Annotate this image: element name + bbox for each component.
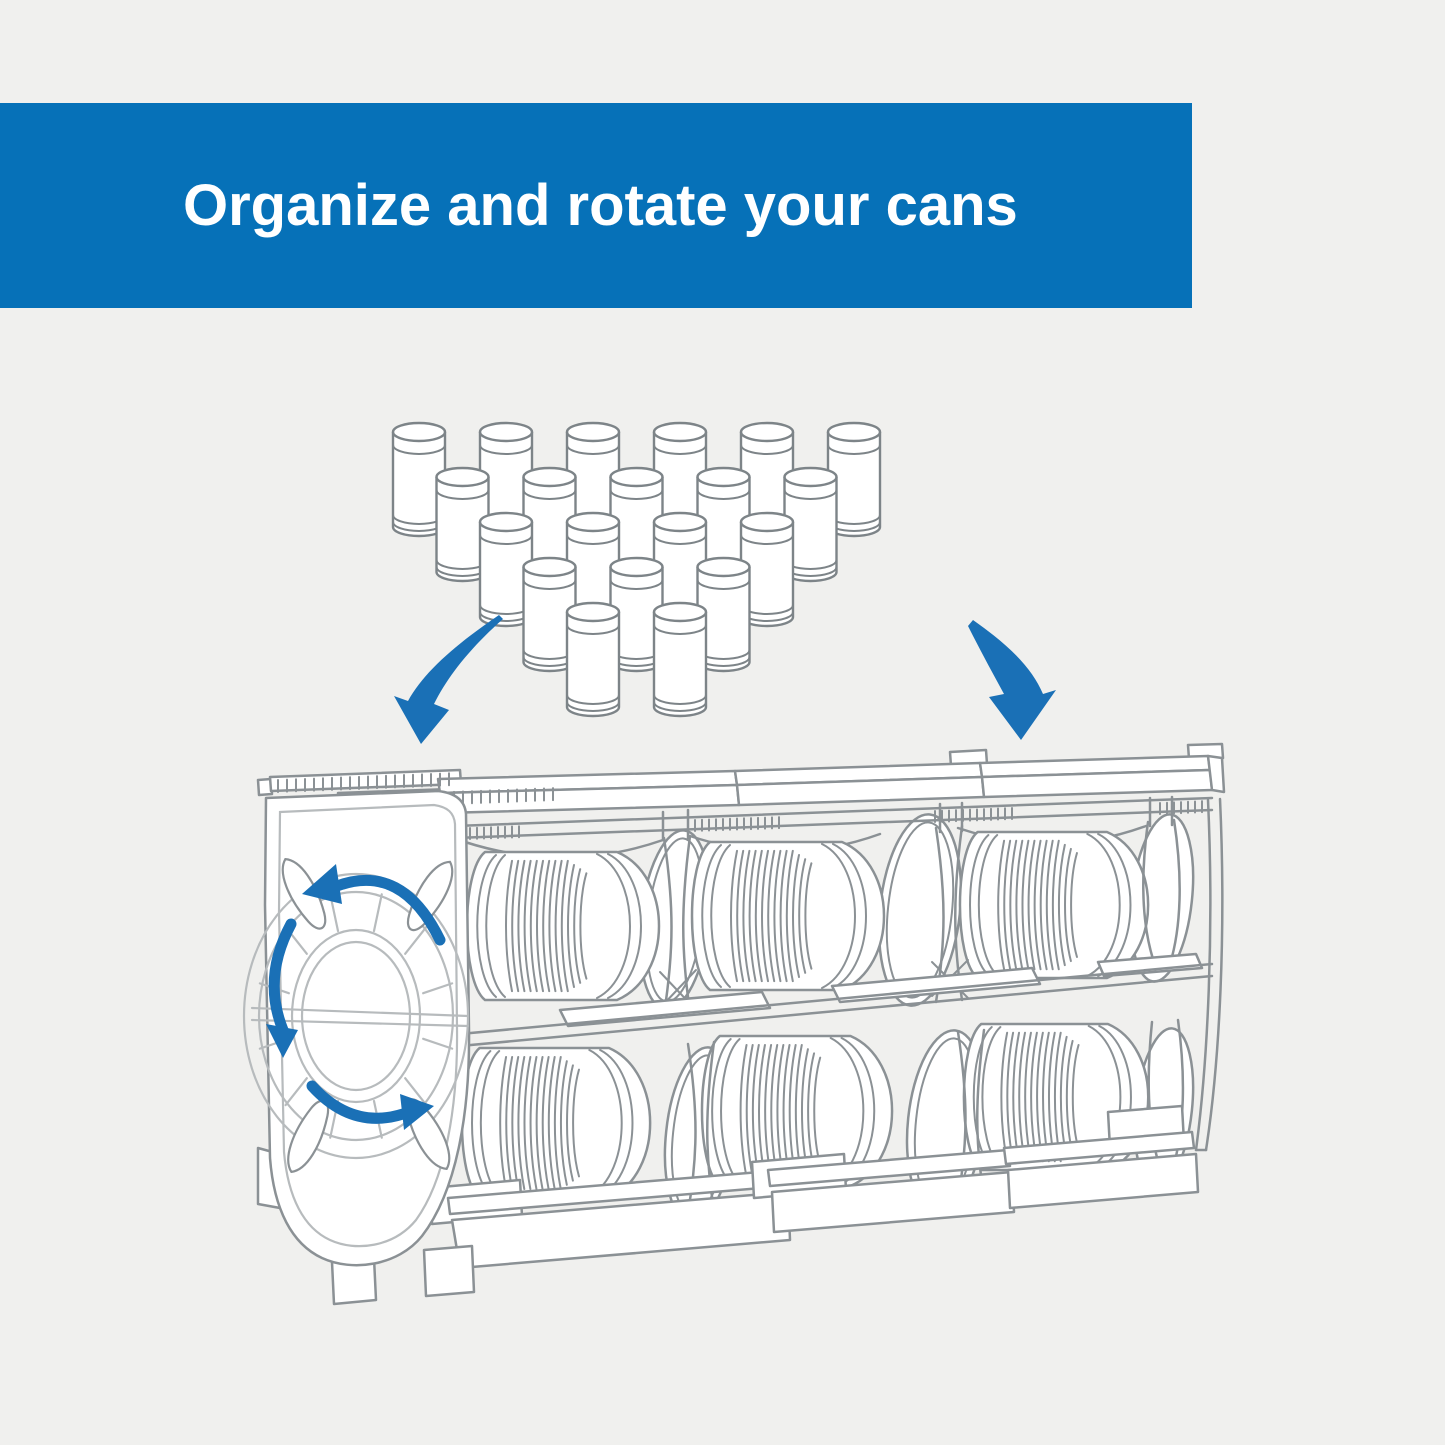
racked-can	[460, 1046, 652, 1200]
tin-can-icon	[652, 601, 708, 718]
down-arrow-left-icon	[394, 615, 503, 744]
racked-can	[690, 840, 886, 992]
racked-can	[465, 850, 661, 1002]
tin-can-icon	[565, 601, 621, 718]
rotation-wheel	[242, 872, 470, 1160]
can-rack-organizer	[242, 742, 1226, 1306]
right-end-frame	[1194, 797, 1224, 1152]
rail-grip-texture	[469, 800, 1203, 840]
loose-cans-group	[391, 421, 882, 718]
banner-title: Organize and rotate your cans	[183, 173, 1018, 238]
racked-cans-group	[460, 830, 1150, 1200]
racked-can	[958, 830, 1150, 980]
racked-can	[700, 1034, 894, 1188]
middle-rail	[458, 952, 1214, 1048]
banner: Organize and rotate your cans	[0, 103, 1192, 308]
bottom-tray-panels	[256, 1104, 1200, 1306]
rotation-arrows-icon	[266, 864, 446, 1130]
down-arrow-right-icon	[968, 620, 1056, 740]
